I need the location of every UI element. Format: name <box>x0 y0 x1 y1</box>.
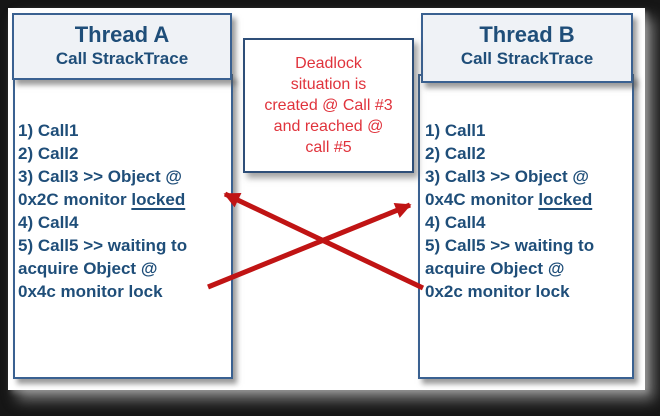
thread-a-title: Thread A <box>74 22 170 47</box>
call-stack-line: 4) Call4 <box>18 213 79 232</box>
call-stack-line: 0x2c monitor lock <box>425 282 570 301</box>
thread-b-title: Thread B <box>479 22 575 47</box>
call-stack-line: acquire Object @ <box>425 259 565 278</box>
call-stack-line: 4) Call4 <box>425 213 486 232</box>
thread-b-header: Thread B Call StrackTrace <box>421 13 633 83</box>
thread-a-stack-box <box>13 74 233 379</box>
thread-a-call-list: 1) Call1 2) Call2 3) Call3 >> Object @ 0x2C… <box>18 119 187 303</box>
thread-a-subtitle: Call StrackTrace <box>55 49 189 68</box>
call-stack-line: 5) Call5 >> waiting to <box>18 236 188 255</box>
call-stack-line: 1) Call1 <box>18 121 79 140</box>
deadlock-note-box: Deadlock situation is created @ Call #3 … <box>243 38 414 173</box>
call-stack-line: 2) Call2 <box>18 144 79 163</box>
call-stack-line: 5) Call5 >> waiting to <box>425 236 595 255</box>
deadlock-note-text: Deadlock situation is created @ Call #3 … <box>264 55 393 156</box>
call-stack-line: 1) Call1 <box>425 121 486 140</box>
thread-a-header: Thread A Call StrackTrace <box>12 13 232 80</box>
call-stack-line: 0x4C monitor locked <box>425 190 593 209</box>
call-stack-line: 0x4c monitor lock <box>18 282 163 301</box>
call-stack-line: 2) Call2 <box>425 144 486 163</box>
thread-b-stack-box <box>418 74 634 379</box>
call-stack-line: 3) Call3 >> Object @ <box>425 167 589 186</box>
call-stack-line: 3) Call3 >> Object @ <box>18 167 182 186</box>
thread-b-call-list: 1) Call1 2) Call2 3) Call3 >> Object @ 0x4C… <box>425 119 594 303</box>
thread-b-subtitle: Call StrackTrace <box>460 49 594 68</box>
call-stack-line: acquire Object @ <box>18 259 158 278</box>
call-stack-line: 0x2C monitor locked <box>18 190 186 209</box>
